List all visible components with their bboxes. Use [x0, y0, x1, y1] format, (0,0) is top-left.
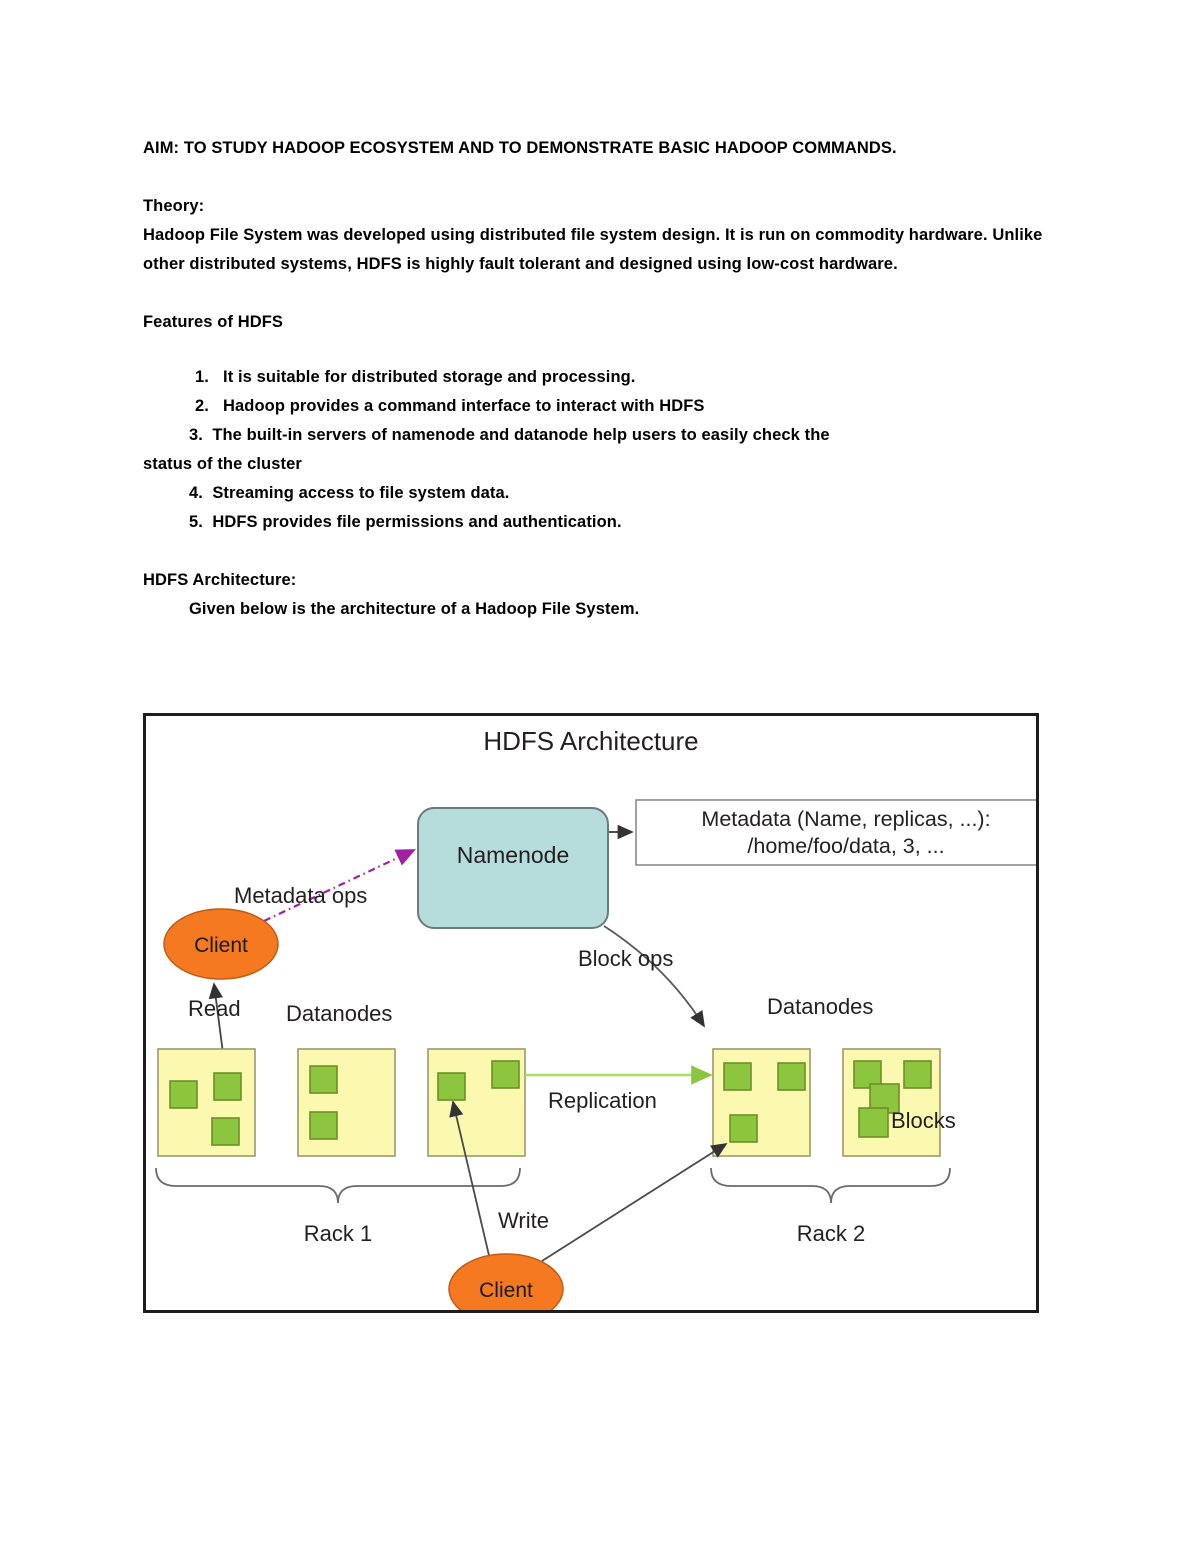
block: [777, 1062, 806, 1091]
client-top-node: Client: [163, 908, 279, 980]
write-arrow-secondary: [541, 1143, 728, 1262]
metadata-box: Metadata (Name, replicas, ...): /home/fo…: [635, 799, 1036, 866]
metadata-ops-label: Metadata ops: [234, 883, 367, 908]
block: [903, 1060, 932, 1089]
datanode-rack2-1: [712, 1048, 811, 1157]
block: [213, 1072, 242, 1101]
write-arrow: [449, 1100, 492, 1265]
hdfs-architecture-figure: HDFS Architecture Metadata (Name, replic…: [143, 713, 1039, 1313]
theory-heading: Theory:: [143, 197, 205, 215]
document-text-body: AIM: TO STUDY HADOOP ECOSYSTEM AND TO DE…: [143, 134, 1063, 624]
namenode-node: Namenode: [417, 807, 609, 929]
list-item: 4. Streaming access to file system data.: [189, 484, 510, 502]
list-item: 3. The built-in servers of namenode and …: [189, 426, 830, 444]
block: [309, 1065, 338, 1094]
rack2-brace: [710, 1167, 951, 1204]
block: [169, 1080, 198, 1109]
features-heading: Features of HDFS: [143, 313, 284, 331]
spacer: [143, 337, 1063, 363]
block: [858, 1107, 889, 1138]
block-ops-arrow: [603, 925, 705, 1028]
rack2-label: Rack 2: [797, 1221, 865, 1246]
client-bottom-node: Client: [448, 1253, 564, 1310]
block: [211, 1117, 240, 1146]
architecture-heading: HDFS Architecture:: [143, 571, 297, 589]
read-label: Read: [188, 996, 241, 1021]
datanode-rack2-2: Blocks: [842, 1048, 956, 1157]
diagram-title: HDFS Architecture: [483, 726, 698, 756]
datanodes-right-label: Datanodes: [767, 994, 873, 1019]
datanode-rack1-2: [297, 1048, 396, 1157]
list-item-continuation: status of the cluster: [143, 455, 302, 473]
metadata-line-1: Metadata (Name, replicas, ...):: [701, 807, 990, 831]
datanode-rack1-1: [157, 1048, 256, 1157]
datanodes-left-label: Datanodes: [286, 1001, 392, 1026]
list-item: 2. Hadoop provides a command interface t…: [195, 397, 705, 415]
rack1-label: Rack 1: [304, 1221, 372, 1246]
block: [437, 1072, 466, 1101]
datanode-rack1-3: [427, 1048, 526, 1157]
namenode-label: Namenode: [457, 842, 570, 868]
list-item: 1. It is suitable for distributed storag…: [195, 368, 636, 386]
block: [723, 1062, 752, 1091]
replication-label: Replication: [548, 1088, 657, 1113]
block-ops-label: Block ops: [578, 946, 673, 971]
metadata-line-2: /home/foo/data, 3, ...: [747, 834, 944, 858]
client-top-label: Client: [194, 934, 248, 957]
features-list: 1. It is suitable for distributed storag…: [143, 363, 1063, 537]
spacer: [143, 163, 1063, 192]
list-item: 5. HDFS provides file permissions and au…: [189, 513, 622, 531]
write-label: Write: [498, 1208, 549, 1233]
aim-heading: AIM: TO STUDY HADOOP ECOSYSTEM AND TO DE…: [143, 139, 897, 157]
read-arrow: [208, 982, 225, 1062]
spacer: [143, 279, 1063, 308]
architecture-caption: Given below is the architecture of a Had…: [189, 600, 640, 618]
block: [729, 1114, 758, 1143]
client-bottom-label: Client: [479, 1279, 533, 1302]
theory-paragraph: Hadoop File System was developed using d…: [143, 226, 1043, 273]
metadata-ops-arrow: [263, 849, 416, 922]
spacer: [143, 537, 1063, 566]
block: [309, 1111, 338, 1140]
blocks-label: Blocks: [891, 1108, 956, 1133]
block: [491, 1060, 520, 1089]
rack1-brace: [155, 1167, 521, 1204]
